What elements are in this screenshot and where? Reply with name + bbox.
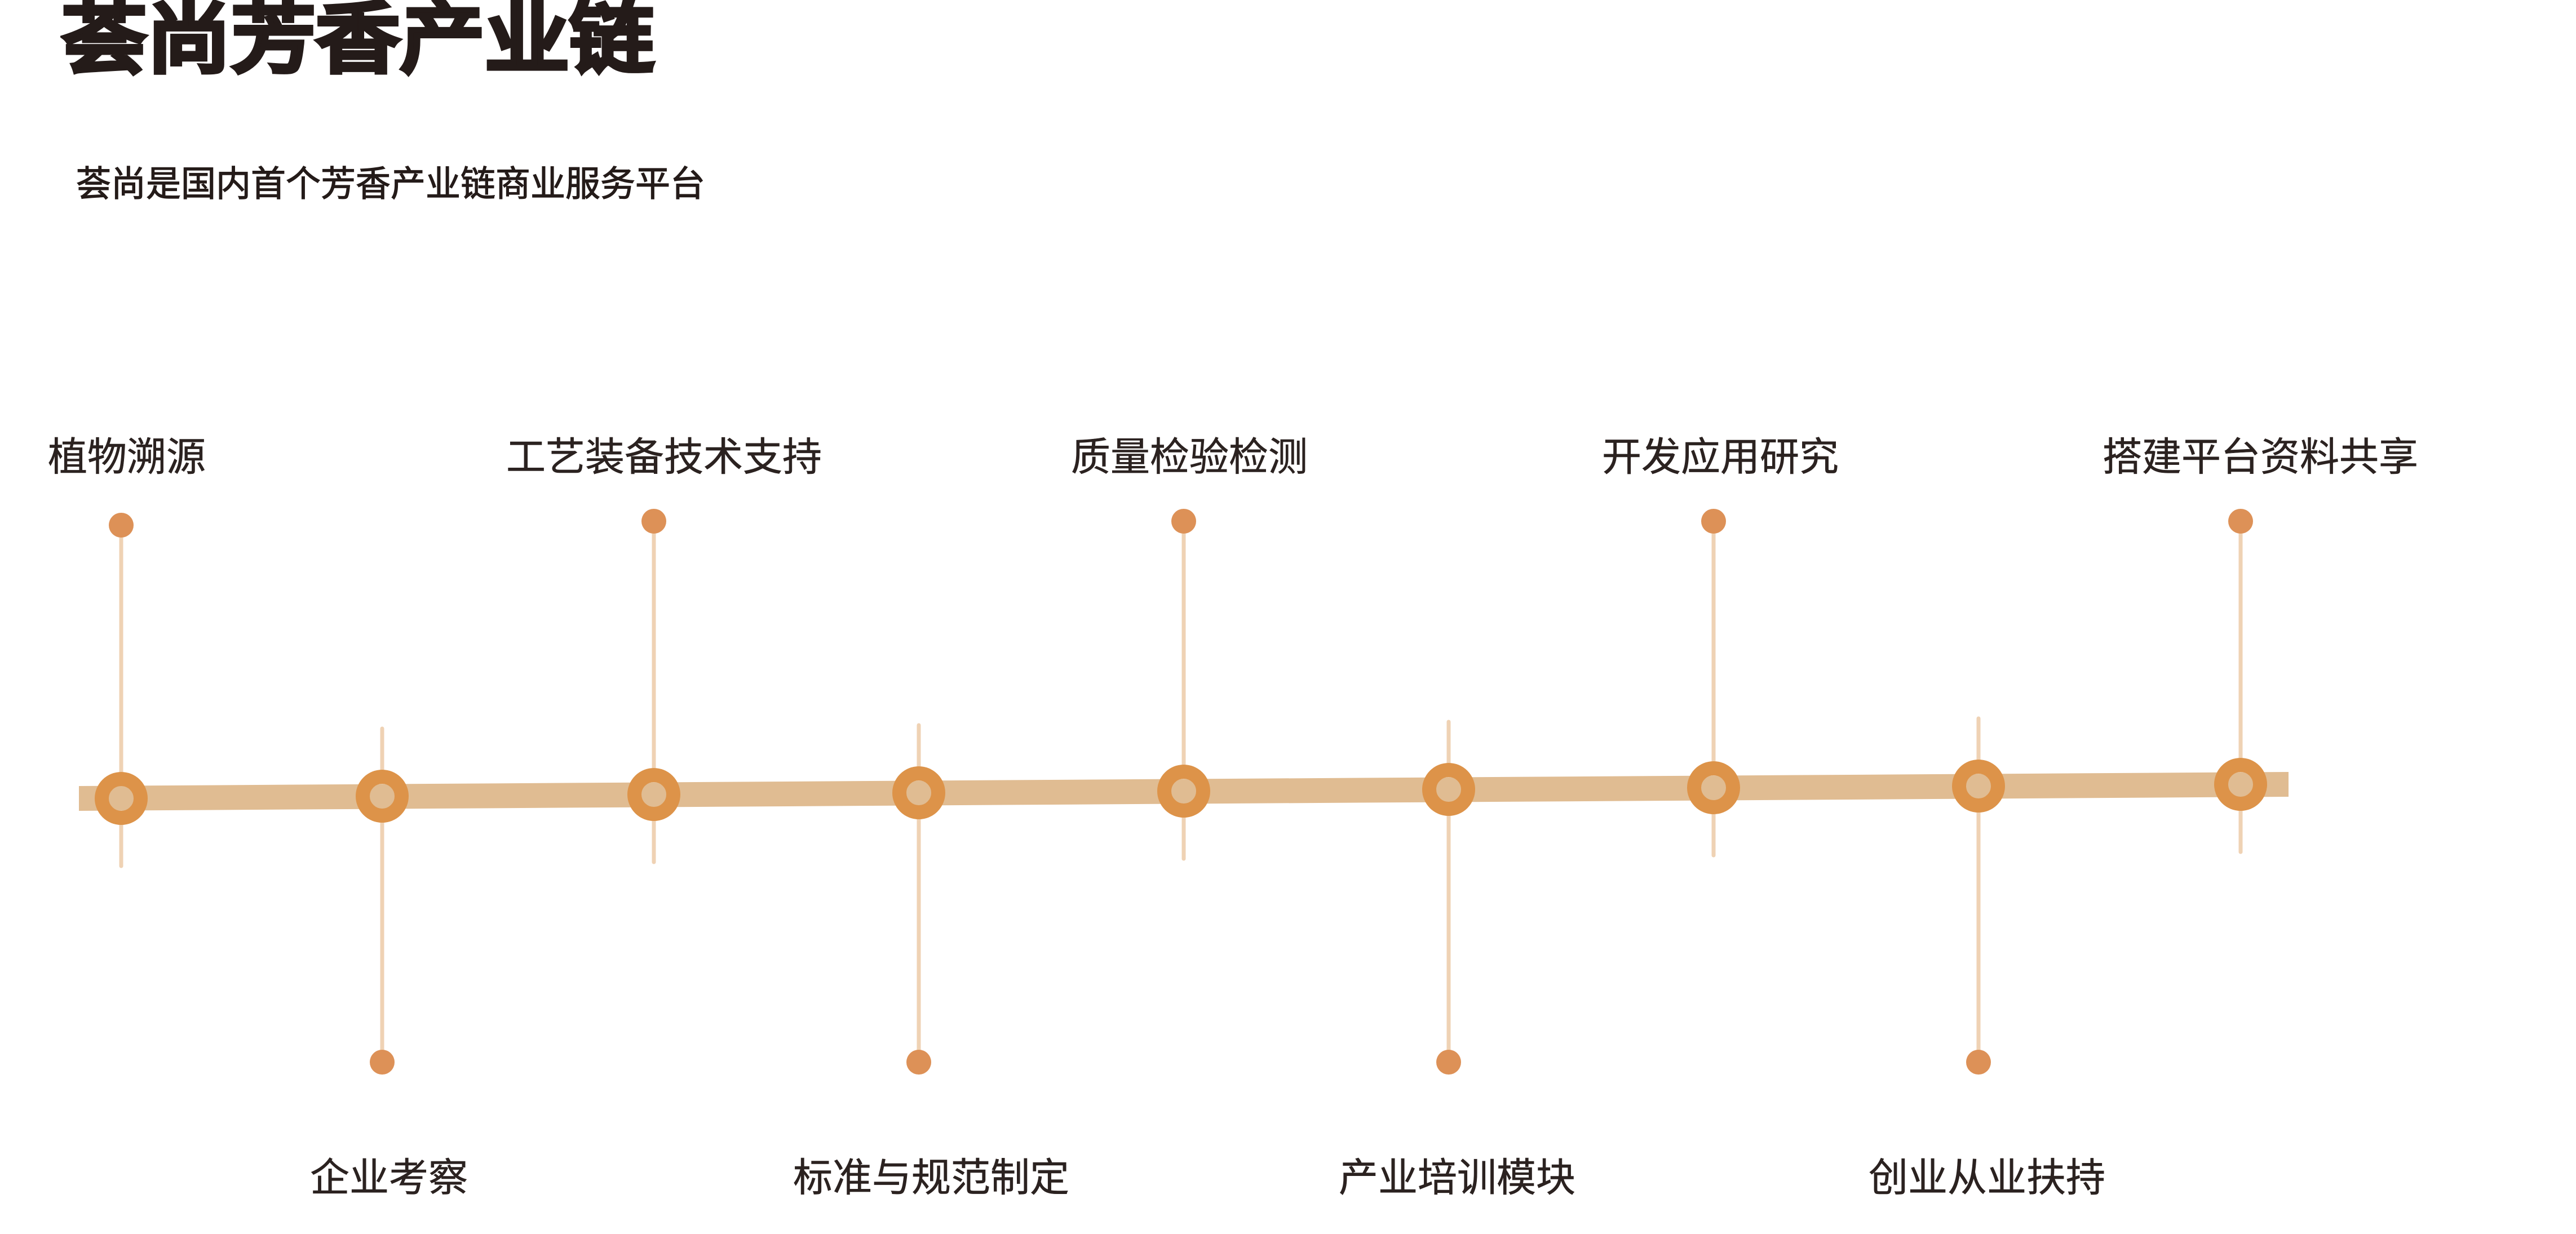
ring-node-icon[interactable] [1952, 760, 2005, 813]
ring-node-icon[interactable] [627, 768, 680, 821]
header: 荟尚芳香产业链 荟尚是国内首个芳香产业链商业服务平台 [60, 0, 706, 202]
timeline-node-label-4: 标准与规范制定 [793, 1156, 1070, 1200]
ring-node-icon[interactable] [356, 770, 409, 823]
timeline-node-label-8: 创业从业扶持 [1869, 1156, 2106, 1200]
dot-icon [1436, 1050, 1461, 1075]
dot-icon [2228, 509, 2253, 534]
ring-node-icon[interactable] [1422, 763, 1475, 816]
ring-node-icon[interactable] [892, 766, 945, 819]
timeline-node-label-7: 开发应用研究 [1602, 435, 1839, 479]
dot-icon [1171, 509, 1196, 534]
dot-icon [906, 1050, 931, 1075]
dot-icon [641, 509, 666, 534]
ring-node-icon[interactable] [1687, 761, 1740, 814]
timeline-node-label-9: 搭建平台资料共享 [2103, 435, 2419, 479]
timeline-node-label-5: 质量检验检测 [1071, 435, 1308, 479]
ring-node-icon[interactable] [95, 772, 148, 825]
page-title: 荟尚芳香产业链 [60, 0, 656, 83]
timeline-node-label-2: 企业考察 [310, 1156, 468, 1200]
timeline-node-label-1: 植物溯源 [48, 435, 206, 479]
dot-icon [109, 513, 134, 538]
timeline-node-label-6: 产业培训模块 [1339, 1156, 1576, 1200]
ring-node-icon[interactable] [2214, 758, 2267, 811]
dot-icon [1701, 509, 1726, 534]
ring-node-icon[interactable] [1157, 765, 1210, 818]
dot-icon [1966, 1050, 1991, 1075]
dot-icon [370, 1050, 395, 1075]
dot-layer [109, 509, 2253, 1075]
page-subtitle: 荟尚是国内首个芳香产业链商业服务平台 [76, 164, 706, 205]
ring-node-layer [95, 758, 2267, 825]
timeline-node-label-3: 工艺装备技术支持 [506, 435, 822, 479]
